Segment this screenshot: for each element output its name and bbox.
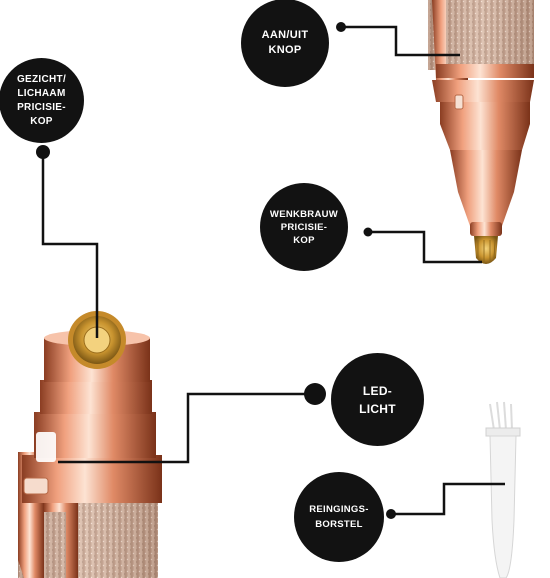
callout-power-button-label: AAN/UIT KNOP [261,29,309,56]
leader-dots [36,22,396,519]
led-light-icon [36,432,56,462]
face-trimmer-device [18,311,162,578]
leader-line-brush [391,482,505,516]
leader-dot-led [304,383,326,405]
eyebrow-trimmer-device [428,0,534,264]
eyebrow-gold-tip [474,236,498,264]
callout-cleaning-brush-label: REINGINGS- BORSTEL [309,504,369,530]
leader-dot-brush [386,509,396,519]
leader-line-eyebrow-head [368,230,482,264]
leader-lines [41,25,505,516]
cleaning-brush [485,401,521,578]
callout-eyebrow-precision-head: WENKBRAUW PRICISIE- KOP [260,183,348,271]
precision-head-gold-blade [68,311,126,369]
eyebrow-head-cone [450,150,522,226]
leader-dot-face-head [36,145,50,159]
leader-dot-power [336,22,346,32]
leader-line-led [58,392,315,464]
callout-power-button: AAN/UIT KNOP [241,0,329,87]
callout-face-body-precision-head-label: GEZICHT/ LICHAAM PRICISIE- KOP [16,73,67,127]
callout-eyebrow-precision-head-label: WENKBRAUW PRICISIE- KOP [269,208,339,246]
callout-cleaning-brush: REINGINGS- BORSTEL [294,472,384,562]
power-switch-icon [454,94,464,110]
callout-face-body-precision-head: GEZICHT/ LICHAAM PRICISIE- KOP [0,58,84,143]
callout-led-light: LED- LICHT [331,353,424,446]
leader-dot-eyebrow-head [363,227,373,237]
trimmer-rose-gold-trim [432,0,468,80]
callout-led-light-label: LED- LICHT [359,383,396,416]
leader-line-face-head [41,152,99,338]
leader-line-power [341,25,460,57]
